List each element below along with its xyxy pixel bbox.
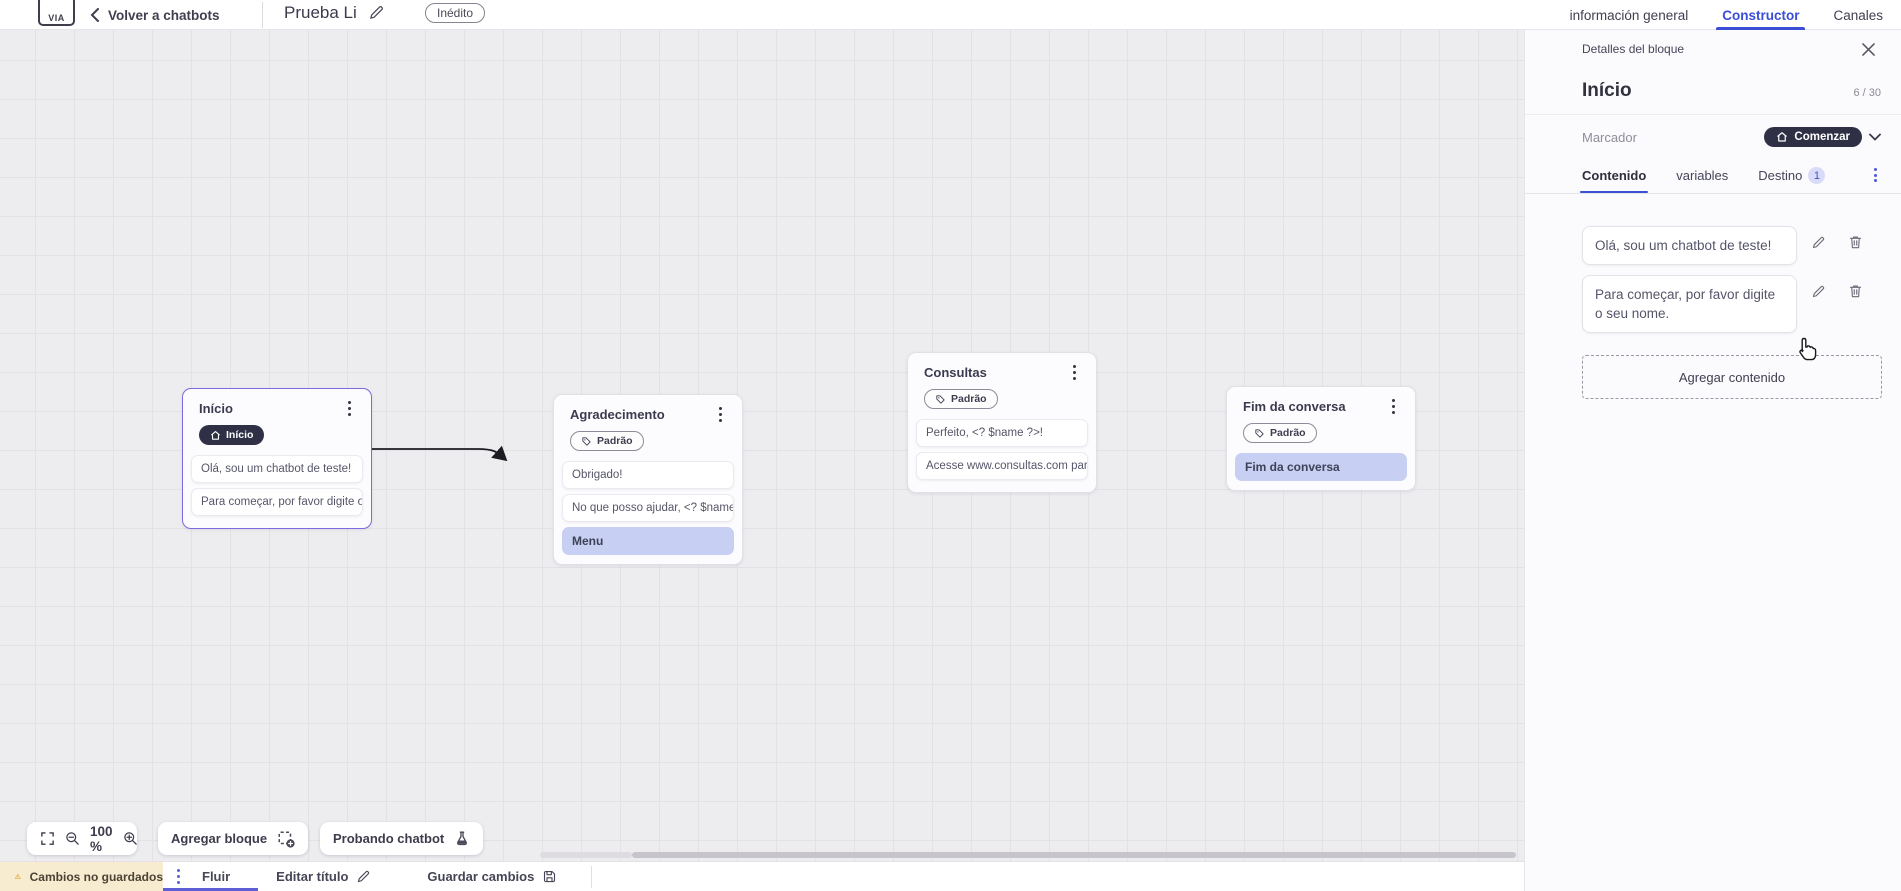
unsaved-label: Cambios no guardados [29, 869, 163, 884]
scrollbar-track [540, 852, 632, 858]
node-title: Agradecimento [570, 407, 665, 423]
tab-informacion-general[interactable]: información general [1569, 7, 1689, 23]
flask-icon [457, 831, 468, 846]
node-menu-row[interactable]: Menu [562, 526, 734, 555]
close-icon[interactable] [1862, 42, 1875, 56]
save-icon [544, 870, 556, 883]
edit-title-icon[interactable] [368, 4, 385, 21]
kebab-menu-icon[interactable] [1388, 396, 1399, 417]
back-to-chatbots-button[interactable]: Volver a chatbots [90, 0, 220, 30]
tag-icon [1255, 429, 1264, 438]
node-title: Fim da conversa [1243, 399, 1346, 415]
tab-variables[interactable]: variables [1676, 168, 1729, 183]
content-message[interactable]: Olá, sou um chatbot de teste! [1582, 226, 1797, 265]
panel-kebab-menu-icon[interactable] [1870, 164, 1881, 185]
chevron-left-icon [90, 8, 99, 22]
tab-canales[interactable]: Canales [1833, 7, 1883, 23]
divider [262, 2, 263, 28]
flow-canvas[interactable]: Início Início Olá, sou um chatbot de tes… [0, 30, 1524, 861]
test-chatbot-button[interactable]: Probando chatbot [320, 822, 484, 855]
content-message[interactable]: Para começar, por favor digite o seu nom… [1582, 275, 1797, 333]
flow-tab-kebab-icon[interactable] [173, 866, 184, 887]
app-logo-icon: VIA [38, 0, 75, 26]
content-item-row: Olá, sou um chatbot de teste! [1582, 226, 1881, 265]
tab-destino[interactable]: Destino 1 [1758, 163, 1826, 193]
zoom-out-icon[interactable] [65, 831, 80, 846]
tab-contenido[interactable]: Contenido [1579, 164, 1649, 193]
home-icon [1777, 132, 1788, 142]
flow-node-agradecimento[interactable]: Agradecimento Padrão Obrigado! No que po… [553, 394, 743, 565]
node-marker-badge: Padrão [570, 431, 644, 452]
node-message[interactable]: No que posso ajudar, <? $name ... [562, 493, 734, 522]
divider [591, 865, 593, 888]
node-message[interactable]: Acesse www.consultas.com par... [916, 451, 1088, 480]
marker-value-pill[interactable]: Comenzar [1764, 127, 1862, 147]
chevron-down-icon[interactable] [1869, 133, 1881, 141]
node-message[interactable]: Obrigado! [562, 460, 734, 489]
node-title: Início [199, 401, 233, 417]
kebab-menu-icon[interactable] [344, 398, 355, 419]
destino-count-badge: 1 [1808, 167, 1826, 184]
node-message[interactable]: Perfeito, <? $name ?>! [916, 418, 1088, 447]
node-end-row[interactable]: Fim da conversa [1235, 452, 1407, 481]
content-item-row: Para começar, por favor digite o seu nom… [1582, 275, 1881, 333]
node-marker-badge: Início [199, 425, 265, 446]
main-tabs: información general Constructor Canales [1570, 0, 1883, 30]
edit-title-button[interactable]: Editar título [258, 862, 389, 891]
node-message[interactable]: Olá, sou um chatbot de teste! [191, 454, 363, 483]
kebab-menu-icon[interactable] [715, 404, 726, 425]
edit-content-icon[interactable] [1811, 234, 1826, 250]
panel-tabs: Contenido variables Destino 1 [1525, 157, 1901, 194]
warning-icon [15, 874, 21, 879]
edit-content-icon[interactable] [1811, 283, 1826, 299]
node-marker-badge: Padrão [1243, 423, 1317, 444]
top-bar: VIA Volver a chatbots Prueba Li Inédito … [0, 0, 1901, 30]
horizontal-scrollbar[interactable] [632, 852, 1516, 858]
marker-label: Marcador [1582, 129, 1637, 145]
zoom-in-icon[interactable] [123, 831, 138, 846]
tab-constructor[interactable]: Constructor [1716, 0, 1806, 30]
home-icon [211, 430, 220, 440]
panel-title: Detalles del bloque [1582, 42, 1685, 56]
add-block-button[interactable]: Agregar bloque [158, 822, 309, 855]
flow-tab[interactable]: Fluir [163, 862, 259, 891]
delete-content-icon[interactable] [1848, 234, 1863, 250]
node-message[interactable]: Para começar, por favor digite o ... [191, 487, 363, 516]
back-label: Volver a chatbots [108, 7, 220, 23]
block-details-panel: Detalles del bloque Início 6 / 30 Marcad… [1524, 30, 1901, 891]
fit-screen-icon[interactable] [40, 831, 55, 846]
char-counter: 6 / 30 [1853, 87, 1881, 99]
flow-node-consultas[interactable]: Consultas Padrão Perfeito, <? $name ?>! … [907, 352, 1097, 493]
save-changes-button[interactable]: Guardar cambios [409, 862, 575, 891]
unsaved-changes-chip: Cambios no guardados [0, 862, 163, 891]
tag-icon [582, 437, 591, 446]
block-name: Início [1582, 80, 1632, 101]
flow-node-inicio[interactable]: Início Início Olá, sou um chatbot de tes… [182, 388, 372, 529]
bottom-bar: Cambios no guardados Fluir Editar título… [0, 861, 1524, 891]
node-title: Consultas [924, 365, 987, 381]
node-marker-badge: Padrão [924, 389, 998, 410]
kebab-menu-icon[interactable] [1069, 362, 1080, 383]
flow-node-fim-da-conversa[interactable]: Fim da conversa Padrão Fim da conversa [1226, 386, 1416, 491]
chatbot-title: Prueba Li [284, 3, 357, 22]
status-badge: Inédito [425, 3, 486, 23]
tag-icon [936, 395, 945, 404]
zoom-level: 100 % [90, 823, 113, 854]
zoom-controls: 100 % [27, 822, 137, 855]
delete-content-icon[interactable] [1848, 283, 1863, 299]
add-block-icon [278, 831, 295, 848]
pencil-icon [358, 870, 370, 883]
add-content-button[interactable]: Agregar contenido [1582, 355, 1882, 399]
